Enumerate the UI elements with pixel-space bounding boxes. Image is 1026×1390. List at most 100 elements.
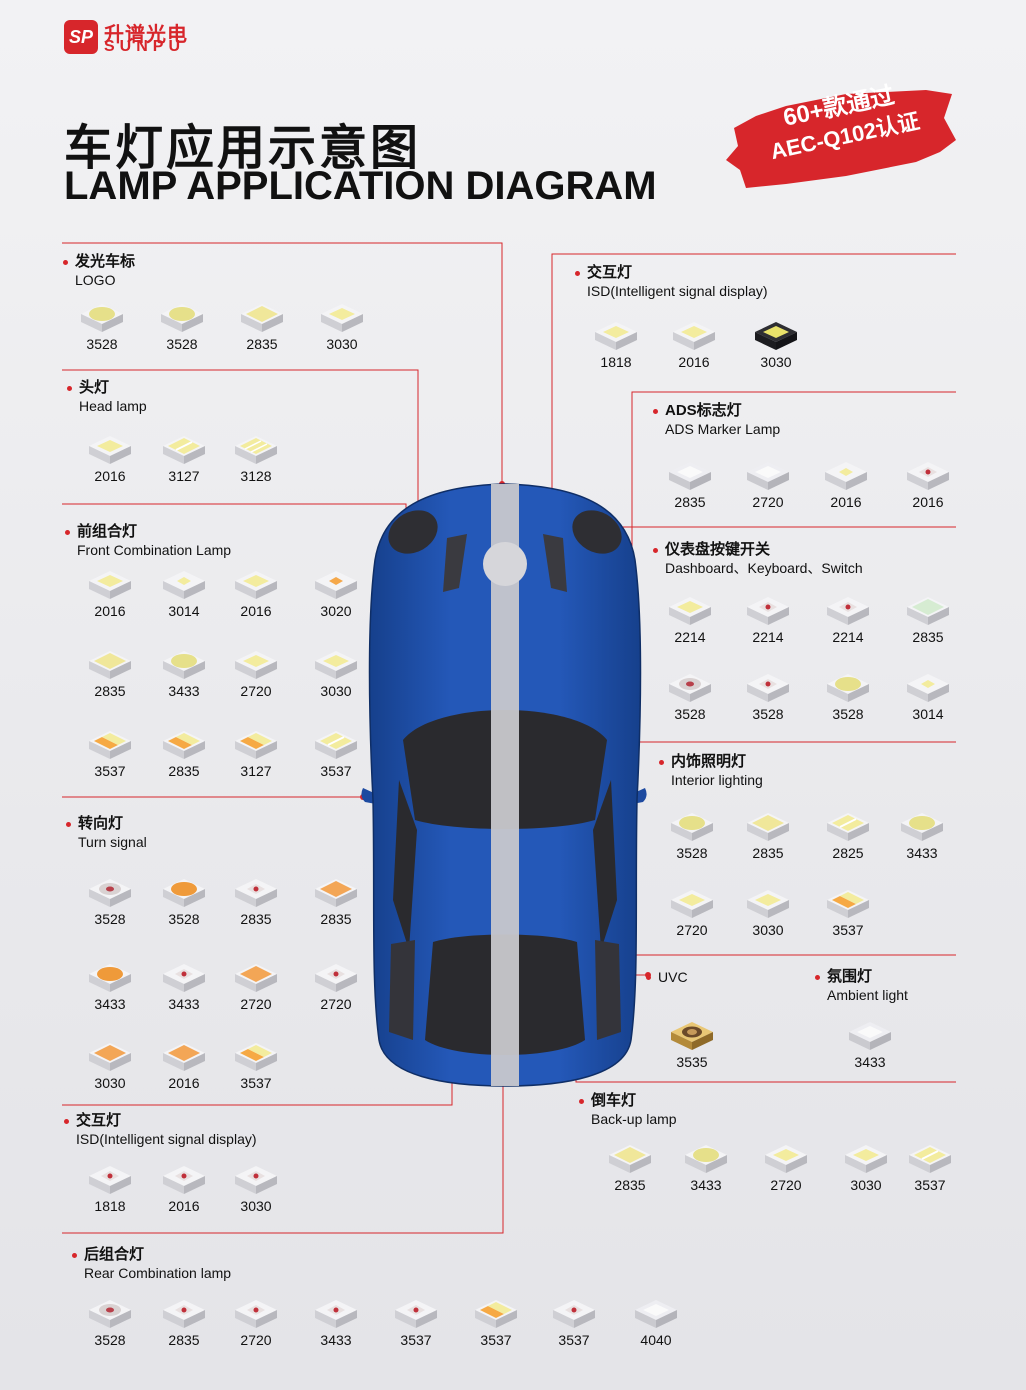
led-chip-turn: 3433 [80,958,140,1014]
led-chip-isd-right: 1818 [586,316,646,372]
led-chip-rear: 3537 [466,1294,526,1350]
led-package-label: 2835 [674,494,706,510]
led-package-label: 3030 [320,683,352,699]
bullet-dot-icon [646,975,651,980]
section-isd-right-header: 交互灯 ISD(Intelligent signal display) [575,264,768,300]
led-chip-interior: 3030 [738,884,798,940]
led-chip-turn: 3537 [226,1037,286,1093]
led-package-label: 3433 [168,996,200,1012]
led-package-label: 3528 [832,706,864,722]
led-package-label: 3537 [94,763,126,779]
led-chip-ads: 2016 [898,456,958,512]
led-package-label: 2835 [168,1332,200,1348]
led-chip-front: 3014 [154,565,214,621]
section-logo-header: 发光车标 LOGO [63,253,136,289]
section-title-en: ISD(Intelligent signal display) [76,1131,257,1147]
led-package-label: 1818 [94,1198,126,1214]
bullet-dot-icon [72,1253,77,1258]
led-package-label: 3528 [94,911,126,927]
led-package-label: 3030 [240,1198,272,1214]
section-title-en: Dashboard、Keyboard、Switch [665,560,863,576]
bullet-dot-icon [579,1099,584,1104]
led-chip-logo: 2835 [232,298,292,354]
led-package-label: 2016 [94,603,126,619]
led-chip-rear: 4040 [626,1294,686,1350]
led-package-label: 2835 [246,336,278,352]
led-chip-front: 2016 [80,565,140,621]
led-chip-isd-left: 1818 [80,1160,140,1216]
led-chip-dash: 2214 [818,591,878,647]
section-title-cn: 交互灯 [587,264,633,281]
section-uvc-header: UVC [646,968,688,986]
section-interior-header: 内饰照明灯 Interior lighting [659,753,763,789]
brand-logo-mark: SP [64,20,98,54]
section-title-en: LOGO [75,272,116,288]
led-chip-turn: 2016 [154,1037,214,1093]
led-package-label: 2835 [94,683,126,699]
led-chip-ads: 2016 [816,456,876,512]
led-package-label: 3030 [326,336,358,352]
section-title-cn: 交互灯 [76,1112,122,1129]
led-package-label: 3537 [400,1332,432,1348]
led-package-label: 2016 [94,468,126,484]
brand-name-cn: 升谱光电 [104,24,188,46]
led-chip-dash: 2214 [660,591,720,647]
led-package-label: 3030 [850,1177,882,1193]
section-title-cn: 前组合灯 [77,523,138,540]
led-package-label: 2720 [770,1177,802,1193]
section-title-en: ISD(Intelligent signal display) [587,283,768,299]
page-title-en: LAMP APPLICATION DIAGRAM [64,164,657,208]
led-package-label: 4040 [640,1332,672,1348]
section-title-cn: 仪表盘按键开关 [665,541,771,558]
section-title-en: Rear Combination lamp [84,1265,232,1281]
led-chip-ads: 2720 [738,456,798,512]
led-chip-turn: 3433 [154,958,214,1014]
led-package-label: 3528 [676,845,708,861]
led-chip-head: 2016 [80,430,140,486]
bullet-dot-icon [63,260,68,265]
section-title-cn: ADS标志灯 [665,402,742,419]
led-chip-turn: 2720 [226,958,286,1014]
led-package-label: 3014 [168,603,200,619]
led-chip-dash: 2214 [738,591,798,647]
led-package-label: 3433 [320,1332,352,1348]
led-package-label: 2835 [614,1177,646,1193]
led-chip-backup: 3030 [836,1139,896,1195]
led-chip-backup: 3433 [676,1139,736,1195]
bullet-dot-icon [653,409,658,414]
led-package-label: 2214 [752,629,784,645]
led-chip-dash: 2835 [898,591,958,647]
section-title-cn: 氛围灯 [827,968,873,985]
bullet-dot-icon [653,548,658,553]
led-chip-rear: 3528 [80,1294,140,1350]
led-chip-front: 2835 [154,725,214,781]
section-title-cn: 转向灯 [78,815,124,832]
section-title-cn: 发光车标 [75,253,136,270]
led-package-label: 2016 [830,494,862,510]
led-chip-front: 3127 [226,725,286,781]
led-chip-turn: 3528 [80,873,140,929]
led-chip-interior: 2835 [738,807,798,863]
section-head-header: 头灯 Head lamp [67,379,147,415]
led-package-label: 3528 [674,706,706,722]
led-package-label: 2835 [912,629,944,645]
led-chip-front: 2016 [226,565,286,621]
led-chip-turn: 3528 [154,873,214,929]
led-chip-front: 3030 [306,645,366,701]
section-front-header: 前组合灯 Front Combination Lamp [65,523,232,559]
led-package-label: 2214 [832,629,864,645]
section-dash-header: 仪表盘按键开关 Dashboard、Keyboard、Switch [653,541,863,577]
led-chip-ads: 2835 [660,456,720,512]
led-package-label: 2720 [320,996,352,1012]
section-title-en: Front Combination Lamp [77,542,232,558]
led-package-label: 2720 [240,996,272,1012]
led-chip-front: 3433 [154,645,214,701]
led-package-label: 2835 [752,845,784,861]
led-chip-backup: 2835 [600,1139,660,1195]
led-chip-turn: 3030 [80,1037,140,1093]
section-title-cn: 倒车灯 [591,1092,637,1109]
led-package-label: 1818 [600,354,632,370]
led-chip-dash: 3014 [898,668,958,724]
led-chip-front: 3537 [306,725,366,781]
led-package-label: 3528 [168,911,200,927]
